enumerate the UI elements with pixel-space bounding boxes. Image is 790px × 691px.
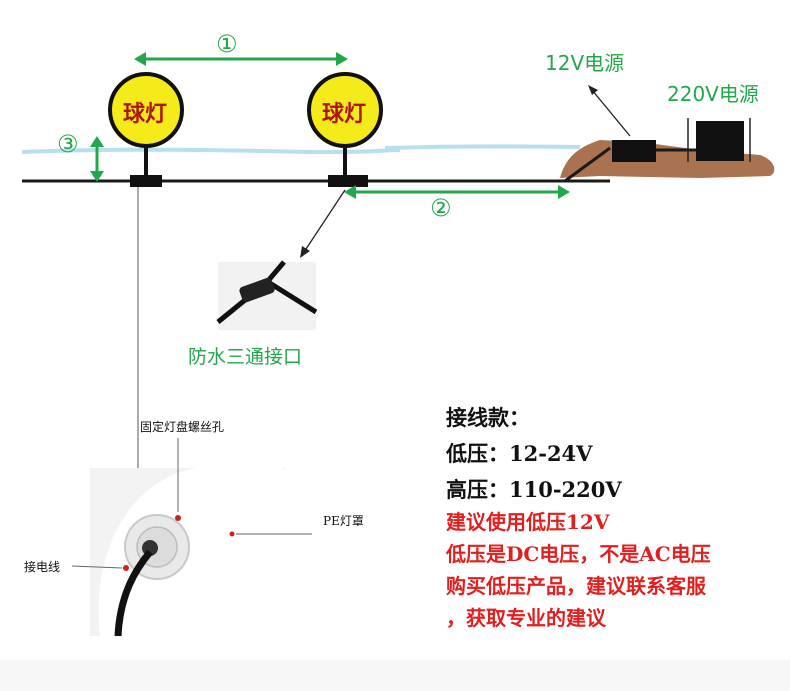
cover-label: PE灯罩 (323, 514, 364, 528)
lamp-2-base (328, 175, 368, 187)
marker-2: ② (430, 194, 452, 222)
tee-connector-photo (216, 260, 318, 330)
wire-label: 接电线 (24, 560, 61, 574)
lamp-2-label: 球灯 (322, 102, 367, 127)
arrow-1-left-head (134, 52, 146, 66)
water-line-right (384, 144, 581, 150)
tee-connector-label: 防水三通接口 (188, 346, 303, 368)
info-block: 接线款： 低压：12-24V 高压：110-220V 建议使用低压12V 低压是… (446, 402, 781, 632)
arrow-2-left-head (344, 185, 356, 199)
info-high-voltage: 高压：110-220V (446, 477, 622, 502)
lamp-1-label: 球灯 (123, 102, 168, 127)
power-220v-box (696, 121, 744, 161)
arrow-1-right-head (336, 52, 348, 66)
info-low-voltage: 低压：12-24V (446, 441, 593, 466)
marker-3: ③ (57, 130, 79, 158)
hole-label: 固定灯盘螺丝孔 (140, 420, 225, 434)
bottom-strip (0, 660, 790, 691)
pointer-tee (303, 189, 346, 253)
pointer-tee-head (300, 246, 310, 258)
info-red-1: 建议使用低压12V (446, 510, 610, 534)
info-title: 接线款： (446, 405, 530, 430)
pointer-12v (591, 89, 631, 137)
marker-1: ① (216, 30, 238, 58)
info-red-2: 低压是DC电压，不是AC电压 (446, 542, 711, 566)
arrow-3-top-head (90, 136, 104, 147)
cable-to-12v (564, 146, 611, 183)
arrow-3-bottom-head (90, 171, 104, 182)
power-12v-label: 12V电源 (545, 51, 625, 75)
info-red-3: 购买低压产品，建议联系客服 (446, 574, 706, 598)
power-220v-label: 220V电源 (667, 82, 759, 106)
pointer-12v-head (588, 85, 598, 95)
arrow-2-right-head (558, 185, 570, 199)
water-line-left (21, 147, 401, 155)
pointer-wire (71, 565, 123, 569)
lamp-1-base (130, 175, 162, 187)
lamp-base-photo (90, 462, 286, 637)
info-red-4: ，获取专业的建议 (446, 606, 606, 630)
power-12v-box (612, 140, 656, 162)
